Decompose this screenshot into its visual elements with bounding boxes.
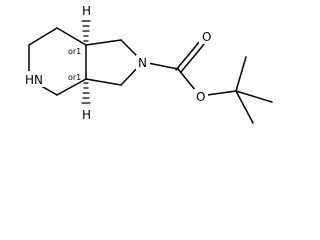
hydrogen-top-label: H <box>82 4 91 18</box>
bond-carbonyl-double-a <box>175 40 201 71</box>
bond-methyl-top <box>235 56 247 92</box>
hashed-wedge-bond-bottom <box>81 82 91 104</box>
bond-c3-c3a <box>85 78 122 86</box>
bond-carbonyl-double-b <box>180 42 206 73</box>
boc-group-bonds <box>142 40 273 124</box>
ring-nitrogen-atom-label: N <box>138 56 147 70</box>
pyrrolidine-ring-bonds <box>85 39 144 86</box>
nh-atom-label: HN <box>25 73 43 87</box>
bond-c7a-c7 <box>56 27 87 46</box>
bond-c4-c3a <box>56 78 87 96</box>
bond-methyl-right <box>235 90 273 103</box>
carbonyl-oxygen-atom-label: O <box>202 30 211 44</box>
hashed-wedge-bond-top <box>81 20 91 42</box>
stereo-label-bottom: or1 <box>68 73 81 82</box>
stereo-label-top: or1 <box>68 47 81 56</box>
molecule-structure-diagram: HN N O O H H or1 or1 <box>24 4 273 124</box>
hydrogen-bottom-label: H <box>82 108 91 122</box>
bond-c7a-c1 <box>85 39 122 46</box>
ester-oxygen-atom-label: O <box>196 90 205 104</box>
bond-methyl-bottom <box>235 90 254 124</box>
bond-c7-c6 <box>28 27 58 46</box>
